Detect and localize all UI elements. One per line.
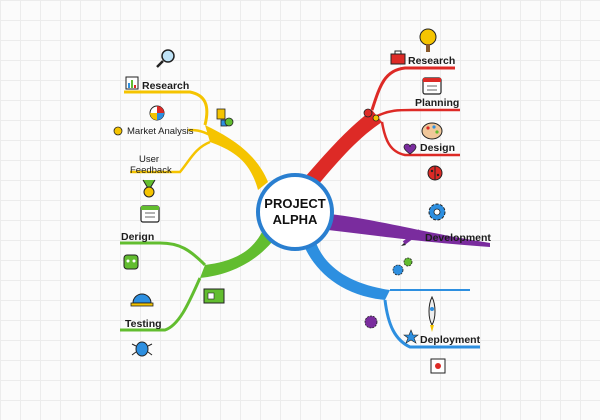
label-research-left: Research: [142, 80, 189, 92]
blue-branch: [305, 240, 390, 300]
medal-icon-small: [113, 126, 123, 136]
green-branch-design: [120, 241, 207, 267]
tree-icon: [419, 28, 437, 52]
chart-icon: [125, 76, 139, 90]
red-branch-design: [380, 121, 460, 157]
label-development: Development: [425, 232, 491, 244]
yellow-branch: [205, 125, 268, 190]
green-branch-testing: [120, 277, 202, 332]
gears-icon: [363, 108, 380, 122]
label-testing: Testing: [125, 318, 162, 330]
red-branch-planning: [376, 108, 460, 118]
yellow-branch-market: [187, 128, 211, 137]
heart-icon: [403, 143, 417, 155]
magnifier-icon: [156, 49, 175, 68]
lady-bug-icon: [427, 165, 443, 181]
tools-icon: [216, 108, 234, 127]
pencil-icon: [401, 229, 422, 246]
palette-icon: [421, 122, 443, 140]
target-icon: [149, 105, 165, 121]
blue-branch-deployment: [383, 299, 480, 349]
star-icon: [403, 329, 419, 344]
red-branch: [298, 110, 382, 192]
medal-icon: [142, 179, 156, 198]
bug-icon: [131, 341, 153, 357]
hardhat-icon: [130, 293, 154, 307]
red-branch-research: [370, 66, 455, 111]
label-design-right: Design: [420, 142, 455, 154]
label-research-right: Research: [408, 55, 455, 67]
yellow-branch-research: [124, 90, 209, 126]
center-title-line1: PROJECT: [264, 196, 325, 211]
label-design-left: Derign: [121, 231, 154, 243]
label-user-feedback-1: User: [139, 154, 159, 165]
yellow-branch-feedback: [130, 140, 211, 174]
gear-icon: [428, 203, 446, 221]
blueprint-icon: [203, 288, 225, 304]
robot-icon: [123, 254, 139, 270]
cogs-icon: [392, 257, 413, 276]
toolbox-icon: [390, 50, 406, 65]
calendar-icon: [140, 205, 160, 223]
purple-branch: [328, 214, 490, 247]
label-user-feedback-2: Feedback: [130, 165, 172, 176]
center-title-line2: ALPHA: [273, 212, 318, 227]
center-node: [256, 173, 334, 251]
label-planning: Planning: [415, 97, 459, 109]
planner-icon: [422, 77, 442, 95]
green-branch: [200, 232, 272, 278]
rocket-icon: [428, 295, 436, 332]
label-market-analysis: Market Analysis: [127, 126, 194, 137]
gear-hand-icon: [364, 315, 378, 329]
label-deployment: Deployment: [420, 334, 481, 346]
bug-box-icon: [430, 358, 446, 374]
